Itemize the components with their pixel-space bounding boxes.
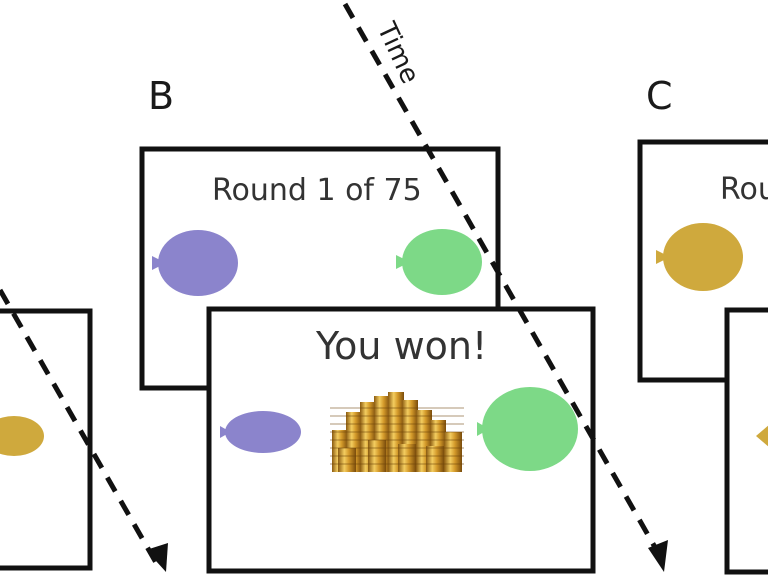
- panel-a-screen: [0, 308, 93, 571]
- panel-c-label: C: [646, 74, 673, 118]
- screen-frame: [724, 307, 768, 575]
- purple-balloon-icon: [225, 411, 301, 453]
- gold-balloon-icon: [756, 425, 768, 447]
- coin-stack-icon: [328, 392, 468, 474]
- round-title: Round 1 of 75: [212, 173, 422, 208]
- balloon-knot: [152, 256, 160, 270]
- balloon-knot: [396, 255, 404, 269]
- panel-c-round-screen: [637, 139, 768, 383]
- panel-b-result-screen: [206, 306, 596, 574]
- gold-balloon-icon: [0, 416, 44, 456]
- purple-balloon-icon: [158, 230, 238, 296]
- panel-c-result-screen: [724, 307, 768, 575]
- green-balloon-icon: [482, 387, 578, 471]
- balloon-knot: [477, 422, 484, 436]
- gold-balloon-icon: [663, 223, 743, 291]
- balloon-knot: [220, 426, 227, 438]
- green-balloon-icon: [402, 229, 482, 295]
- time-arrowhead: [146, 543, 168, 572]
- time-arrowhead: [648, 540, 668, 572]
- panel-b-label: B: [148, 74, 175, 118]
- result-title: You won!: [316, 324, 488, 368]
- balloon-knot: [656, 250, 664, 264]
- round-title-partial: Rou: [720, 172, 768, 207]
